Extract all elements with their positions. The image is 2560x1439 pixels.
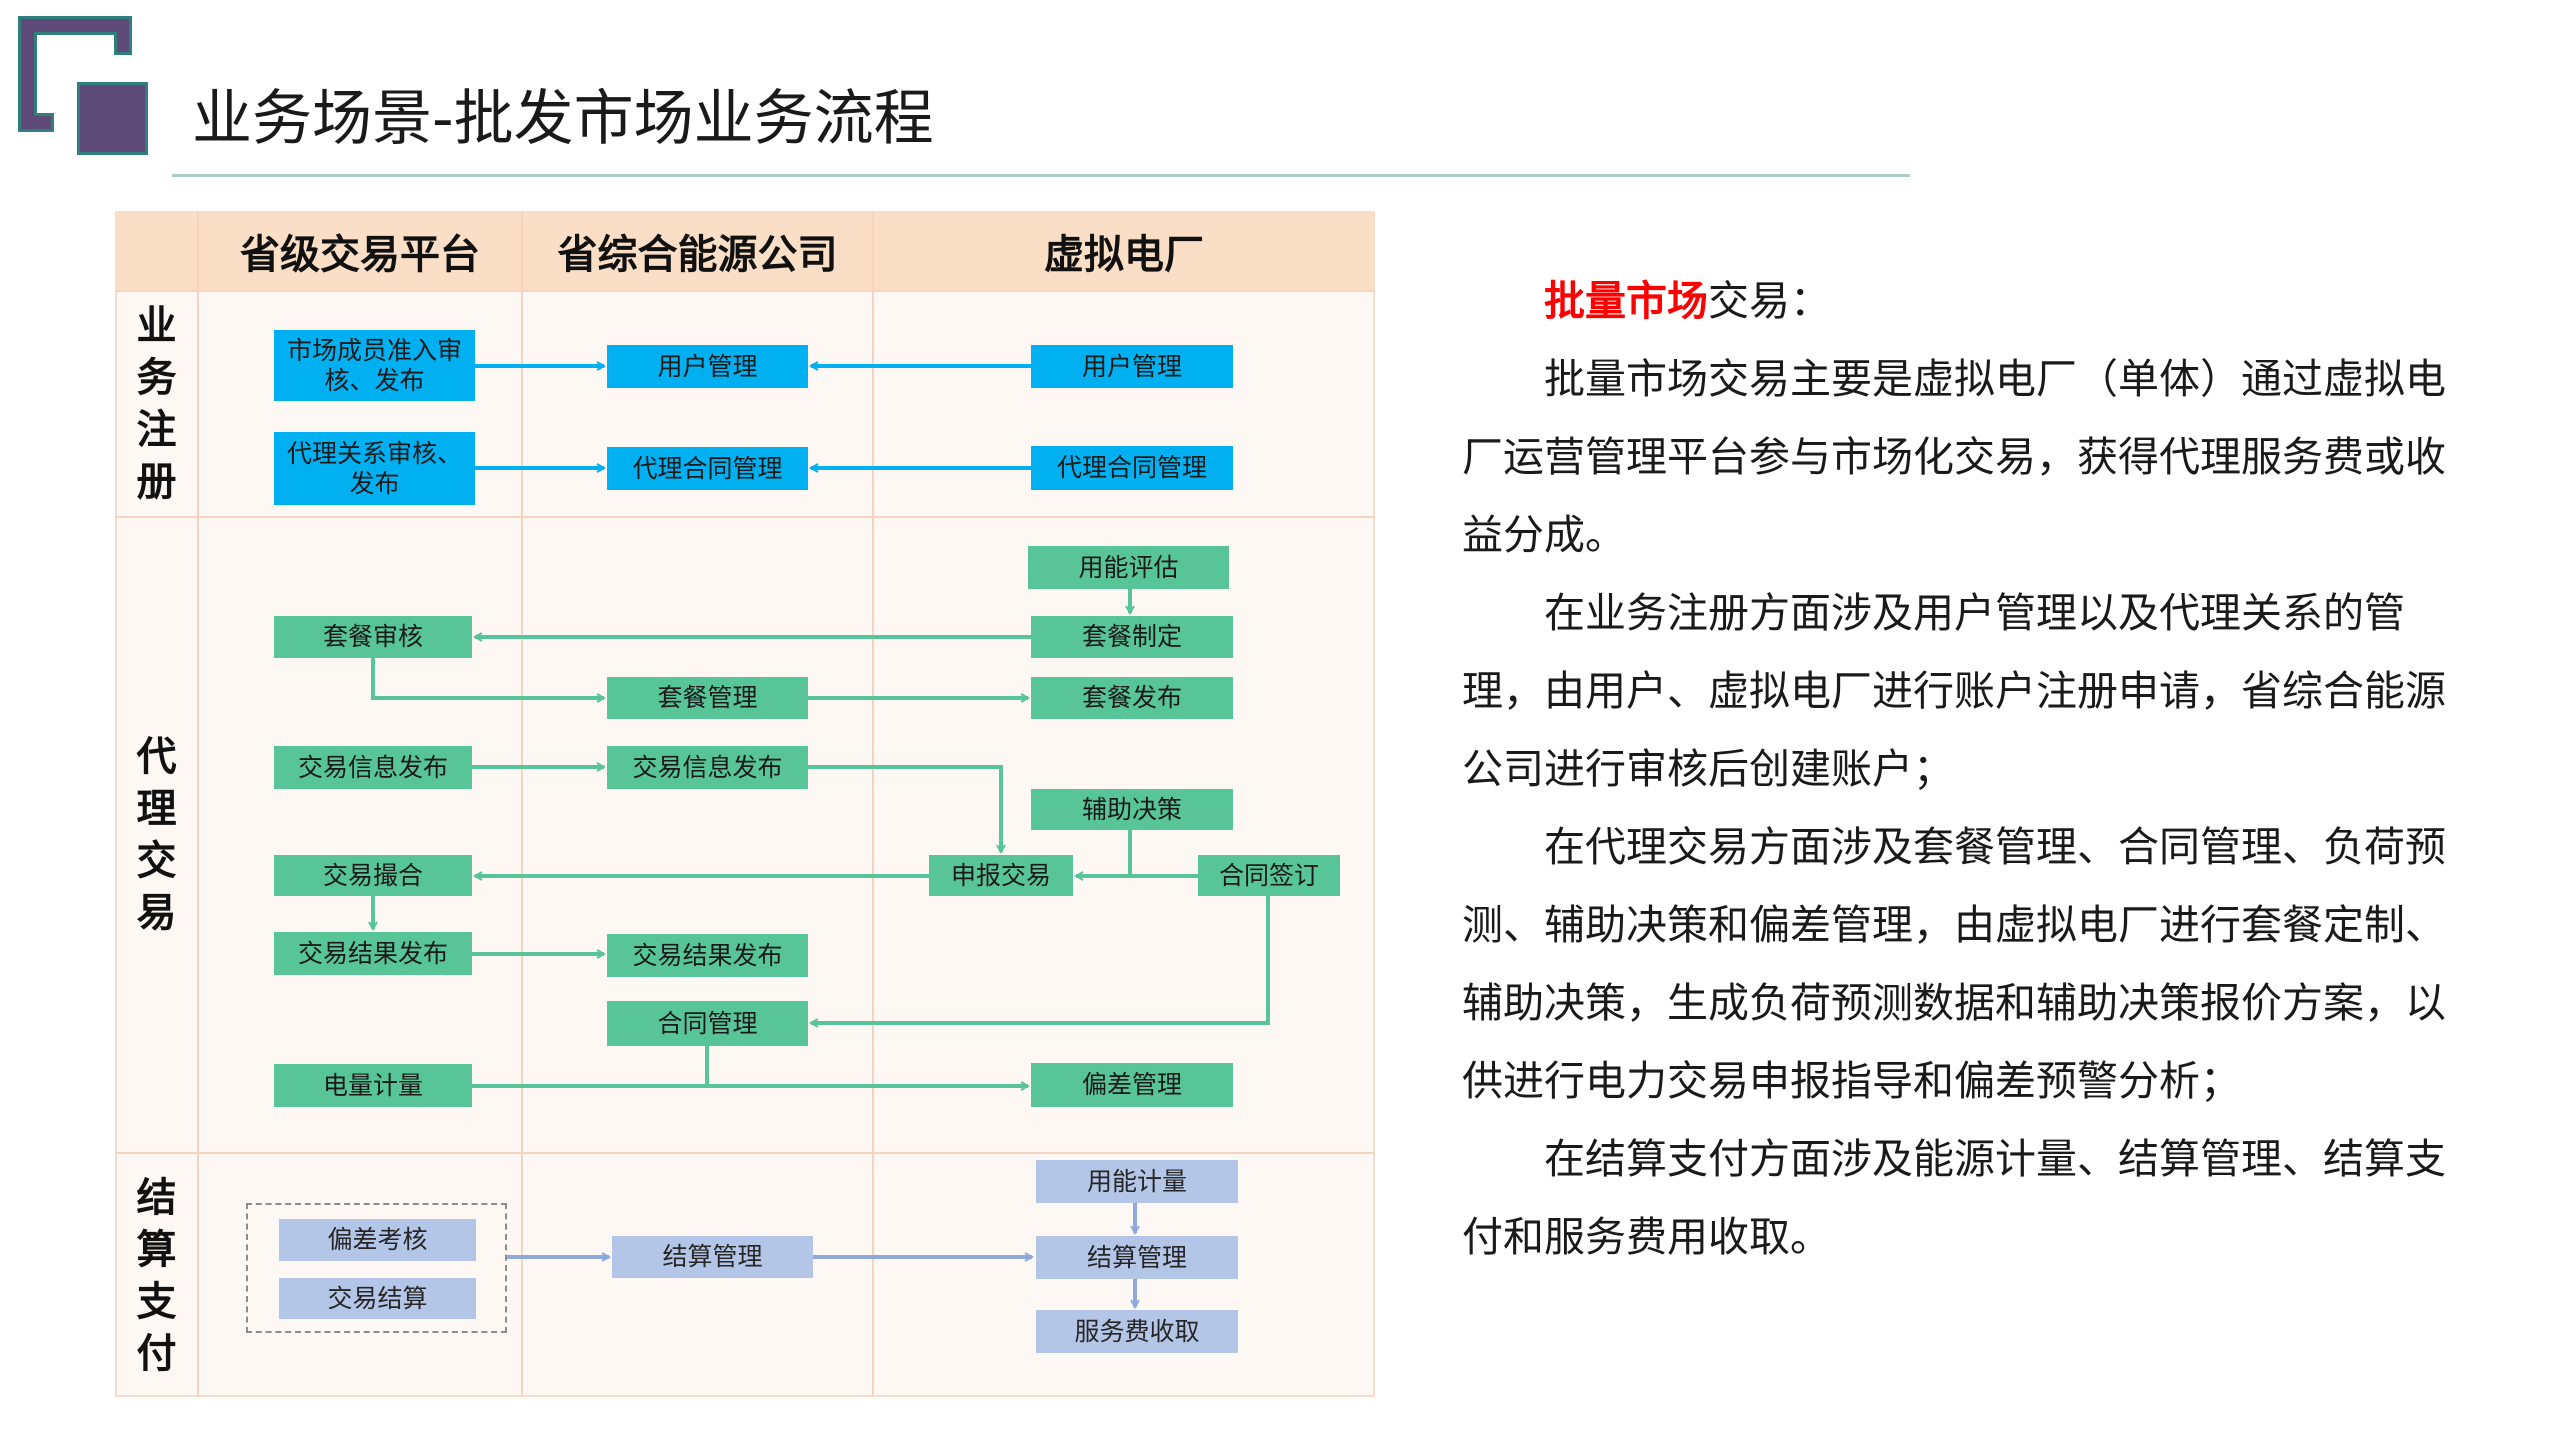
- node-energy-evaluation: 用能评估: [1028, 546, 1229, 589]
- logo-bracket-icon: [18, 16, 132, 132]
- node-vpp-settlement-management: 结算管理: [1036, 1236, 1238, 1279]
- description-paragraph: 在代理交易方面涉及套餐管理、合同管理、负荷预测、辅助决策和偏差管理，由虚拟电厂进…: [1462, 823, 2446, 1105]
- page-title: 业务场景-批发市场业务流程: [192, 84, 934, 154]
- node-service-fee-collection: 服务费收取: [1036, 1310, 1238, 1353]
- node-trade-matching: 交易撮合: [274, 855, 472, 896]
- title-divider: [172, 174, 1910, 177]
- node-deviation-management: 偏差管理: [1031, 1063, 1233, 1107]
- row-label-char: 交: [136, 838, 177, 884]
- node-platform-trade-info: 交易信息发布: [274, 746, 472, 789]
- row-header-settlement: 结 算 支 付: [115, 1154, 198, 1397]
- node-package-review: 套餐审核: [274, 616, 472, 658]
- row-label-char: 结: [136, 1174, 177, 1221]
- grid-line: [115, 516, 1375, 518]
- row-label-char: 理: [136, 786, 177, 832]
- node-energy-metering: 用能计量: [1036, 1160, 1238, 1203]
- row-label-char: 易: [136, 890, 177, 936]
- node-contract-management: 合同管理: [607, 1001, 808, 1046]
- node-agency-relation-review: 代理关系审核、发布: [274, 432, 475, 505]
- heading-rest: 交易：: [1708, 277, 1831, 325]
- settlement-group-dashed: [246, 1203, 507, 1333]
- node-contract-signing: 合同签订: [1198, 855, 1340, 896]
- grid-line: [197, 211, 199, 1397]
- diagram-header-band: [115, 211, 1375, 291]
- node-package-management: 套餐管理: [607, 677, 808, 719]
- node-company-agency-contract: 代理合同管理: [607, 447, 808, 490]
- description-paragraph: 在业务注册方面涉及用户管理以及代理关系的管理，由用户、虚拟电厂进行账户注册申请，…: [1462, 589, 2446, 793]
- logo-square-icon: [77, 82, 148, 155]
- row-header-registration: 业 务 注 册: [115, 291, 198, 516]
- node-company-settlement-management: 结算管理: [612, 1236, 813, 1278]
- column-header-vpp: 虚拟电厂: [1044, 232, 1204, 278]
- row-label-char: 业: [136, 302, 177, 349]
- row-label-char: 付: [136, 1330, 177, 1377]
- column-header-energy-company: 省综合能源公司: [557, 232, 838, 278]
- node-company-trade-info: 交易信息发布: [607, 746, 808, 789]
- row-label-char: 注: [136, 406, 177, 453]
- grid-line: [872, 211, 874, 1397]
- row-label-char: 支: [136, 1278, 177, 1325]
- row-label-char: 代: [136, 734, 177, 780]
- node-decision-support: 辅助决策: [1031, 789, 1233, 830]
- description-heading: 批量市场交易：: [1462, 262, 2472, 340]
- node-member-admission-review: 市场成员准入审核、发布: [274, 330, 475, 401]
- node-vpp-agency-contract: 代理合同管理: [1031, 446, 1233, 490]
- description-paragraph: 批量市场交易主要是虚拟电厂（单体）通过虚拟电厂运营管理平台参与市场化交易，获得代…: [1462, 355, 2446, 559]
- node-company-trade-result: 交易结果发布: [607, 934, 808, 977]
- row-label-char: 算: [136, 1226, 177, 1273]
- grid-line: [115, 1152, 1375, 1154]
- grid-line: [115, 290, 1375, 292]
- row-label-char: 务: [136, 354, 177, 401]
- description-paragraph: 在结算支付方面涉及能源计量、结算管理、结算支付和服务费用收取。: [1462, 1135, 2446, 1261]
- row-header-trading: 代 理 交 易: [115, 518, 198, 1152]
- node-deviation-assessment: 偏差考核: [279, 1219, 476, 1261]
- node-package-publish: 套餐发布: [1031, 677, 1233, 719]
- node-vpp-user-management: 用户管理: [1031, 345, 1233, 388]
- heading-highlight: 批量市场: [1544, 277, 1708, 325]
- description-panel: 批量市场交易： 批量市场交易主要是虚拟电厂（单体）通过虚拟电厂运营管理平台参与市…: [1462, 262, 2472, 1276]
- grid-line: [521, 211, 523, 1397]
- node-power-metering: 电量计量: [274, 1064, 472, 1107]
- node-company-user-management: 用户管理: [607, 345, 808, 388]
- column-header-platform: 省级交易平台: [240, 232, 480, 278]
- node-platform-trade-result: 交易结果发布: [274, 932, 472, 975]
- node-package-formulation: 套餐制定: [1031, 616, 1233, 658]
- node-trade-settlement: 交易结算: [279, 1278, 476, 1319]
- node-declare-trade: 申报交易: [929, 855, 1073, 896]
- row-label-char: 册: [136, 458, 177, 505]
